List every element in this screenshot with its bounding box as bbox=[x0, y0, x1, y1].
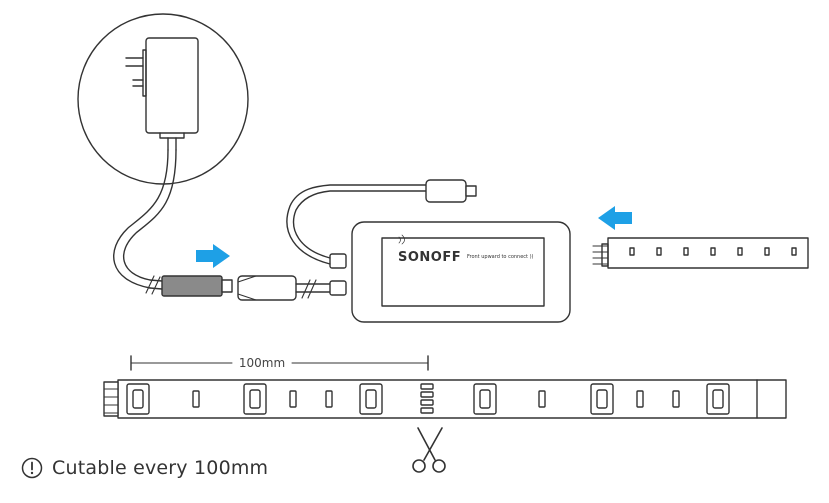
cut-note: Cutable every 100mm bbox=[20, 455, 268, 481]
cut-note-text: Cutable every 100mm bbox=[52, 457, 268, 479]
info-circle-icon bbox=[20, 456, 44, 480]
power-adapter-detail bbox=[78, 14, 248, 184]
led-strip bbox=[104, 380, 786, 418]
measure-label: 100mm bbox=[239, 356, 285, 370]
arrow-left-icon bbox=[598, 206, 632, 230]
scissors-icon bbox=[413, 428, 445, 472]
strip-input-end bbox=[593, 238, 808, 268]
controller-input-connector bbox=[238, 276, 346, 300]
device-brand: SONOFF bbox=[398, 250, 461, 265]
device-tagline: Front upward to connect )) bbox=[467, 254, 534, 260]
adapter-plug-connector bbox=[162, 276, 232, 296]
sonoff-controller bbox=[352, 222, 570, 322]
arrow-right-icon bbox=[196, 244, 230, 268]
